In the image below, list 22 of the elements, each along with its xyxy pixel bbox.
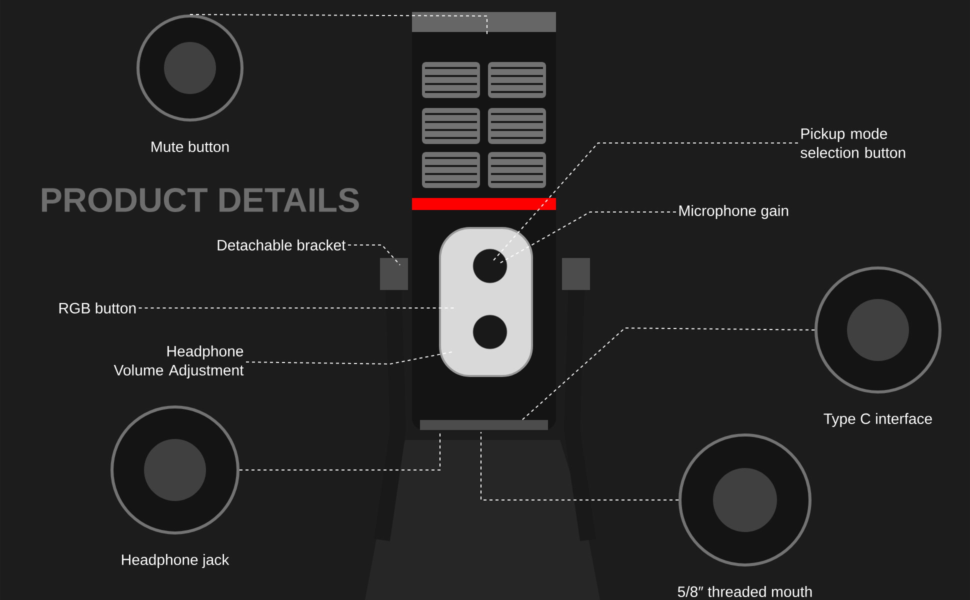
node-label: 5/8″ threaded mouth [678,586,812,598]
part-label: Detachable bracket [218,240,346,250]
part-label: Pickup mode selection button [800,128,906,158]
node-label: Headphone jack [122,554,230,568]
leader-line [190,14,488,34]
leader-line [492,142,798,262]
detail-photo: Type C interface [814,266,942,427]
node-label: Type C interface [824,413,932,428]
node-label: Mute button [152,141,229,152]
part-label: Headphone Volume Adjustment [114,346,244,378]
part-label: Microphone gain [679,205,788,219]
part-label: RGB button [59,302,136,314]
leader-line [348,244,400,266]
leader-line [500,212,676,264]
leader-line [239,432,440,470]
leader-line [246,352,452,364]
background-heading: PRODUCT DETAILS [42,188,359,212]
leader-line [480,432,679,500]
leader-line [522,328,815,420]
detail-photo: Headphone jack [110,406,240,568]
detail-photo: 5/8″ threaded mouth [678,434,812,598]
detail-photo: Mute button [136,14,244,152]
